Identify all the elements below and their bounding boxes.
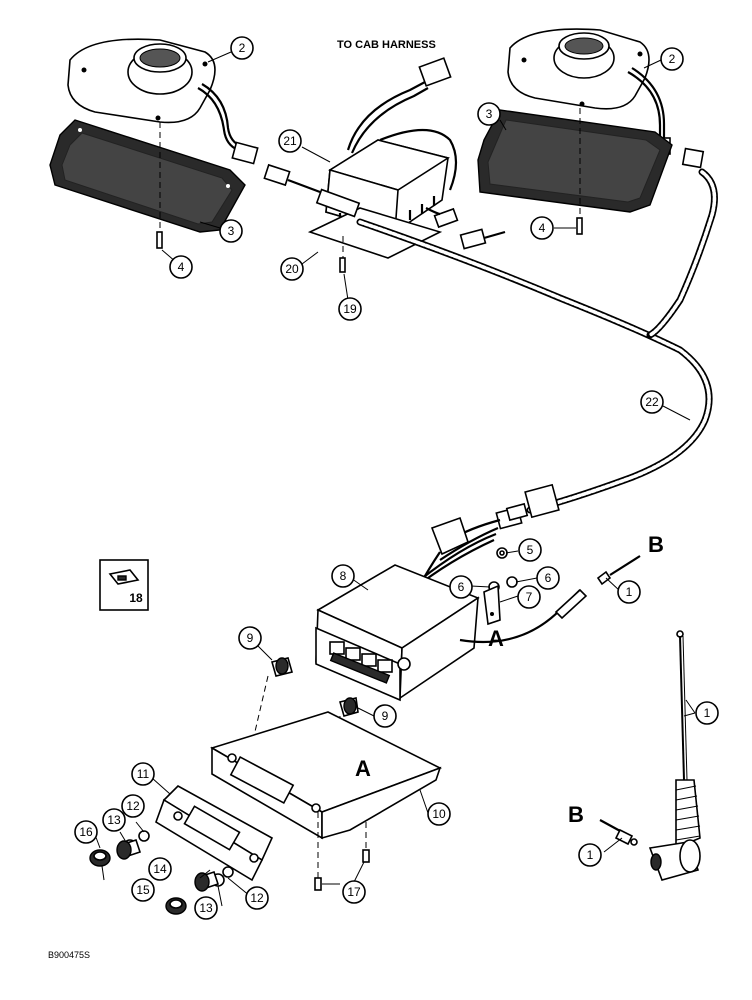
callout-13-lower: 13 bbox=[194, 896, 218, 920]
callout-label: 8 bbox=[340, 569, 347, 583]
callout-7: 7 bbox=[517, 585, 541, 609]
radio-unit bbox=[315, 564, 480, 816]
callout-label: 15 bbox=[136, 883, 150, 897]
left-screw bbox=[156, 231, 163, 249]
callout-1-lead: 1 bbox=[617, 580, 641, 604]
callout-label: 4 bbox=[539, 221, 546, 235]
bracket-screw-left bbox=[314, 877, 322, 891]
callout-label: 1 bbox=[587, 848, 594, 862]
callout-label: 5 bbox=[527, 543, 534, 557]
right-speaker-gasket bbox=[477, 109, 673, 213]
callout-label: 20 bbox=[285, 262, 299, 276]
mounting-plate bbox=[307, 188, 443, 259]
callout-19: 19 bbox=[338, 297, 362, 321]
callout-2-right: 2 bbox=[660, 47, 684, 71]
left-speaker bbox=[67, 38, 216, 124]
callout-12-upper: 12 bbox=[121, 794, 145, 818]
callout-label: 2 bbox=[239, 41, 246, 55]
callout-label: 11 bbox=[137, 767, 150, 781]
callout-label: 12 bbox=[126, 799, 140, 813]
callout-3-right: 3 bbox=[477, 102, 501, 126]
radio-faceplate bbox=[155, 785, 274, 882]
callout-label: 1 bbox=[626, 585, 633, 599]
bracket-screw-right bbox=[362, 849, 370, 863]
callout-22: 22 bbox=[640, 390, 664, 414]
figure-id: B900475S bbox=[48, 950, 90, 960]
callout-11: 11 bbox=[131, 762, 155, 786]
callout-label: 9 bbox=[382, 709, 389, 723]
callout-4-left: 4 bbox=[169, 255, 193, 279]
callout-label: 9 bbox=[247, 631, 254, 645]
callout-4-right: 4 bbox=[530, 216, 554, 240]
callout-21: 21 bbox=[278, 129, 302, 153]
antenna-lead-cable bbox=[459, 555, 641, 644]
callout-2-left: 2 bbox=[230, 36, 254, 60]
callout-label: 6 bbox=[545, 571, 552, 585]
reference-letter-b-bottom: B bbox=[568, 802, 584, 827]
callout-1-extension: 1 bbox=[578, 843, 602, 867]
callout-label: 22 bbox=[645, 395, 659, 409]
callout-label: 12 bbox=[250, 891, 264, 905]
radio-harness-connectors bbox=[411, 483, 560, 591]
left-speaker-gasket bbox=[49, 119, 246, 233]
callout-label: 19 bbox=[343, 302, 357, 316]
fuse-box bbox=[99, 559, 149, 611]
left-harness-connector bbox=[263, 163, 321, 194]
callout-label: 3 bbox=[228, 224, 235, 238]
cab-harness-heading: TO CAB HARNESS bbox=[337, 39, 436, 51]
callout-15: 15 bbox=[131, 878, 155, 902]
callout-9-right: 9 bbox=[373, 704, 397, 728]
callout-label: 6 bbox=[458, 580, 465, 594]
callout-label: 14 bbox=[153, 862, 167, 876]
reference-letter-a-tray: A bbox=[355, 756, 371, 781]
callout-label: 2 bbox=[669, 52, 676, 66]
radio-knobs bbox=[271, 657, 359, 717]
reference-letter-b-top: B bbox=[648, 532, 664, 557]
callout-10: 10 bbox=[427, 802, 451, 826]
callout-5: 5 bbox=[518, 538, 542, 562]
knob-hardware-upper bbox=[89, 830, 150, 867]
antenna-extension-lead bbox=[599, 819, 638, 846]
callout-label: 13 bbox=[199, 901, 213, 915]
callout-label: 17 bbox=[347, 885, 361, 899]
antenna bbox=[648, 630, 701, 881]
ground-bracket-hardware bbox=[483, 547, 518, 626]
callout-label: 7 bbox=[526, 590, 533, 604]
callout-18: 18 bbox=[129, 591, 143, 605]
callout-16: 16 bbox=[74, 820, 98, 844]
cab-harness-lead bbox=[346, 57, 458, 191]
reference-letter-a-bracket: A bbox=[488, 626, 504, 651]
callout-label: 13 bbox=[107, 813, 121, 827]
callout-label: 4 bbox=[178, 260, 185, 274]
radio-mounting-bracket bbox=[210, 711, 443, 840]
callout-label: 1 bbox=[704, 706, 711, 720]
right-speaker bbox=[507, 28, 650, 110]
plate-screw bbox=[339, 257, 346, 273]
callout-13-upper: 13 bbox=[102, 808, 126, 832]
callout-label: 10 bbox=[432, 807, 446, 821]
callout-14: 14 bbox=[148, 857, 172, 881]
callout-label: 18 bbox=[129, 591, 143, 605]
callout-20: 20 bbox=[280, 257, 304, 281]
callout-9-left: 9 bbox=[238, 626, 262, 650]
callout-3-left: 3 bbox=[219, 219, 243, 243]
callout-label: 21 bbox=[283, 134, 297, 148]
callout-6-left: 6 bbox=[449, 575, 473, 599]
left-speaker-wire bbox=[197, 83, 259, 165]
callout-label: 3 bbox=[486, 107, 493, 121]
module-right-connectors bbox=[425, 207, 506, 250]
callout-17: 17 bbox=[342, 880, 366, 904]
callout-12-lower: 12 bbox=[245, 886, 269, 910]
callout-1-antenna: 1 bbox=[695, 701, 719, 725]
callout-6-right: 6 bbox=[536, 566, 560, 590]
callout-label: 16 bbox=[79, 825, 93, 839]
right-screw bbox=[576, 217, 583, 235]
callout-8: 8 bbox=[331, 564, 355, 588]
main-harness-cable bbox=[356, 168, 718, 514]
